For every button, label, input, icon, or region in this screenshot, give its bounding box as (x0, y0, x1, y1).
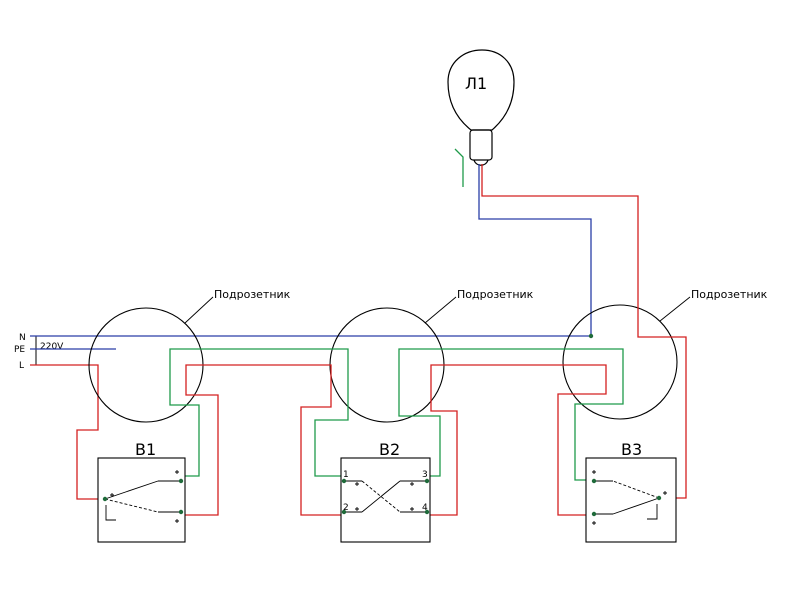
box-3-leader (659, 296, 691, 322)
traveler-green-b2-b3 (398, 348, 624, 481)
traveler-red-b2-b3 (427, 364, 607, 516)
box-2-label: Подрозетник (457, 288, 534, 301)
b1-terminal-upper (178, 478, 184, 484)
junction-box-3 (562, 304, 678, 420)
box-1-label: Подрозетник (214, 288, 291, 301)
b2-terminal-3-label: 3 (422, 470, 428, 480)
b2-terminal-1-label: 1 (343, 470, 349, 480)
phase-lamp-wire (481, 164, 687, 499)
voltage-label: 220V (40, 342, 64, 352)
b2-terminal-3 (424, 478, 430, 484)
b3-terminal-common (656, 495, 662, 501)
b2-terminal-4-label: 4 (422, 503, 428, 513)
b3-terminal-lower (591, 511, 597, 517)
b2-terminal-1 (341, 478, 347, 484)
lamp-bulb (447, 49, 515, 131)
n-label: N (19, 333, 26, 343)
phase-supply-wire (30, 364, 105, 500)
switch-b2-label: В2 (379, 440, 400, 459)
switch-b3-label: В3 (621, 440, 642, 459)
neutral-junction-dot (588, 333, 594, 339)
supply-terminal: N PE L 220V (14, 333, 64, 371)
b1-terminal-common (102, 496, 108, 502)
l-label: L (19, 361, 24, 371)
traveler-red-b1-b2 (181, 364, 344, 516)
lamp-label: Л1 (465, 74, 487, 93)
b2-terminal-4 (424, 509, 430, 515)
b2-terminal-2 (341, 509, 347, 515)
box-3-label: Подрозетник (691, 288, 768, 301)
switch-b3-mechanism (592, 470, 667, 525)
lamp-ground-wire (454, 148, 464, 187)
lamp-л1: Л1 (447, 49, 515, 166)
neutral-lamp-wire (478, 164, 592, 336)
traveler-green-b1-b2 (169, 348, 349, 477)
box-1-leader (184, 296, 214, 324)
b3-terminal-upper (591, 478, 597, 484)
b2-terminal-2-label: 2 (343, 503, 349, 513)
pe-label: PE (14, 345, 25, 355)
b1-terminal-lower (178, 509, 184, 515)
switch-b1-mechanism (104, 470, 181, 523)
lamp-tip (473, 159, 489, 166)
junction-box-2 (329, 307, 445, 423)
lamp-base (469, 129, 493, 161)
switch-b3-box (585, 457, 677, 543)
switch-b1-box (97, 457, 186, 543)
switch-b1-label: В1 (135, 440, 156, 459)
box-2-leader (424, 296, 457, 324)
switch-b2-mechanism (344, 480, 427, 513)
